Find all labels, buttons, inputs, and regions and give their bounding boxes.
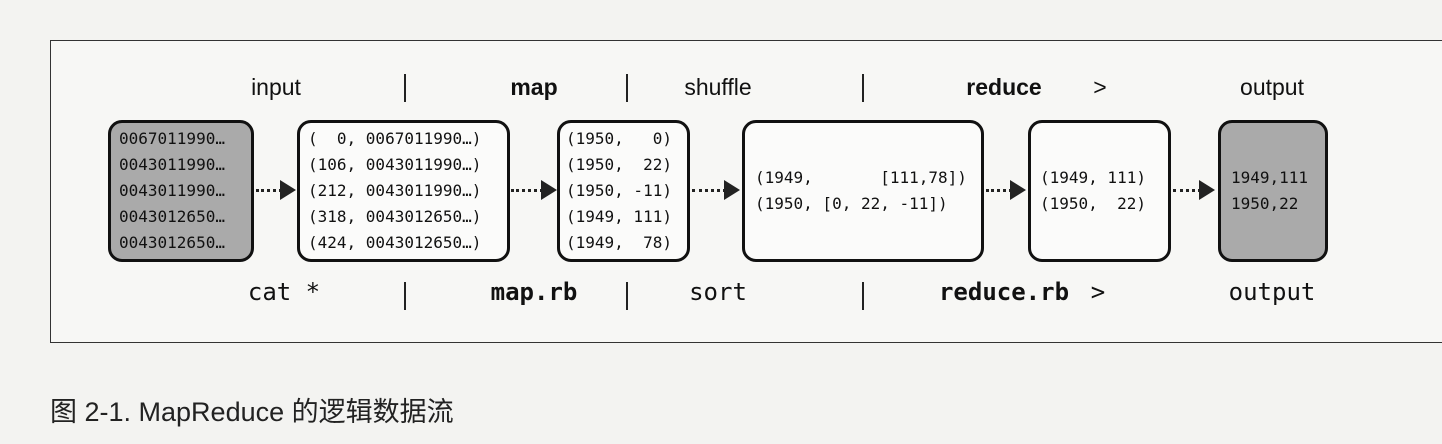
separator: [626, 282, 628, 310]
map-input-pair: (106, 0043011990…): [308, 155, 482, 174]
map-input-box: ( 0, 0067011990…) (106, 0043011990…) (21…: [297, 120, 510, 262]
flow-arrow: [692, 180, 742, 200]
separator: [862, 282, 864, 310]
input-records-box: 0067011990… 0043011990… 0043011990… 0043…: [108, 120, 254, 262]
input-record: 0043012650…: [119, 233, 225, 252]
map-input-pair: (424, 0043012650…): [308, 233, 482, 252]
flow-arrow: [256, 180, 296, 200]
map-input-pair: ( 0, 0067011990…): [308, 129, 482, 148]
stage-label-shuffle: shuffle: [684, 74, 752, 100]
reduced-pair: (1950, 22): [1040, 194, 1146, 213]
input-record: 0043011990…: [119, 155, 225, 174]
grouped-values: (1950, [0, 22, -11]): [755, 194, 948, 213]
reduce-output-box: (1949, 111) (1950, 22): [1028, 120, 1171, 262]
flow-arrow: [1173, 180, 1217, 200]
stage-label-reduce-arrow: >: [1093, 74, 1107, 100]
separator: [404, 282, 406, 310]
input-record: 0043011990…: [119, 181, 225, 200]
map-output-pair: (1950, -11): [566, 181, 672, 200]
stage-label-input: input: [251, 74, 301, 100]
map-output-pair: (1949, 78): [566, 233, 672, 252]
input-record: 0043012650…: [119, 207, 225, 226]
input-record: 0067011990…: [119, 129, 225, 148]
stage-label-output: output: [1240, 74, 1304, 100]
reduced-pair: (1949, 111): [1040, 168, 1146, 187]
flow-arrow: [986, 180, 1028, 200]
map-output-pair: (1950, 0): [566, 129, 672, 148]
output-line: 1950,22: [1231, 194, 1299, 213]
grouped-values: (1949, [111,78]): [755, 168, 967, 187]
separator: [862, 74, 864, 102]
command-label-map: map.rb: [490, 278, 578, 306]
output-box: 1949,111 1950,22: [1218, 120, 1328, 262]
output-line: 1949,111: [1231, 168, 1309, 187]
separator: [626, 74, 628, 102]
map-output-box: (1950, 0) (1950, 22) (1950, -11) (1949, …: [557, 120, 690, 262]
map-input-pair: (212, 0043011990…): [308, 181, 482, 200]
map-input-pair: (318, 0043012650…): [308, 207, 482, 226]
separator: [404, 74, 406, 102]
command-label-reduce-arrow: >: [1090, 278, 1106, 306]
map-output-pair: (1950, 22): [566, 155, 672, 174]
stage-label-map: map: [510, 74, 558, 100]
command-label-sort: sort: [689, 278, 747, 306]
command-label-cat: cat *: [247, 278, 321, 306]
command-label-reduce: reduce.rb: [938, 278, 1070, 306]
flow-arrow: [511, 180, 557, 200]
command-label-output: output: [1228, 278, 1316, 306]
map-output-pair: (1949, 111): [566, 207, 672, 226]
figure-caption: 图 2-1. MapReduce 的逻辑数据流: [50, 397, 454, 427]
stage-label-reduce: reduce: [966, 74, 1042, 100]
shuffle-output-box: (1949, [111,78]) (1950, [0, 22, -11]): [742, 120, 984, 262]
